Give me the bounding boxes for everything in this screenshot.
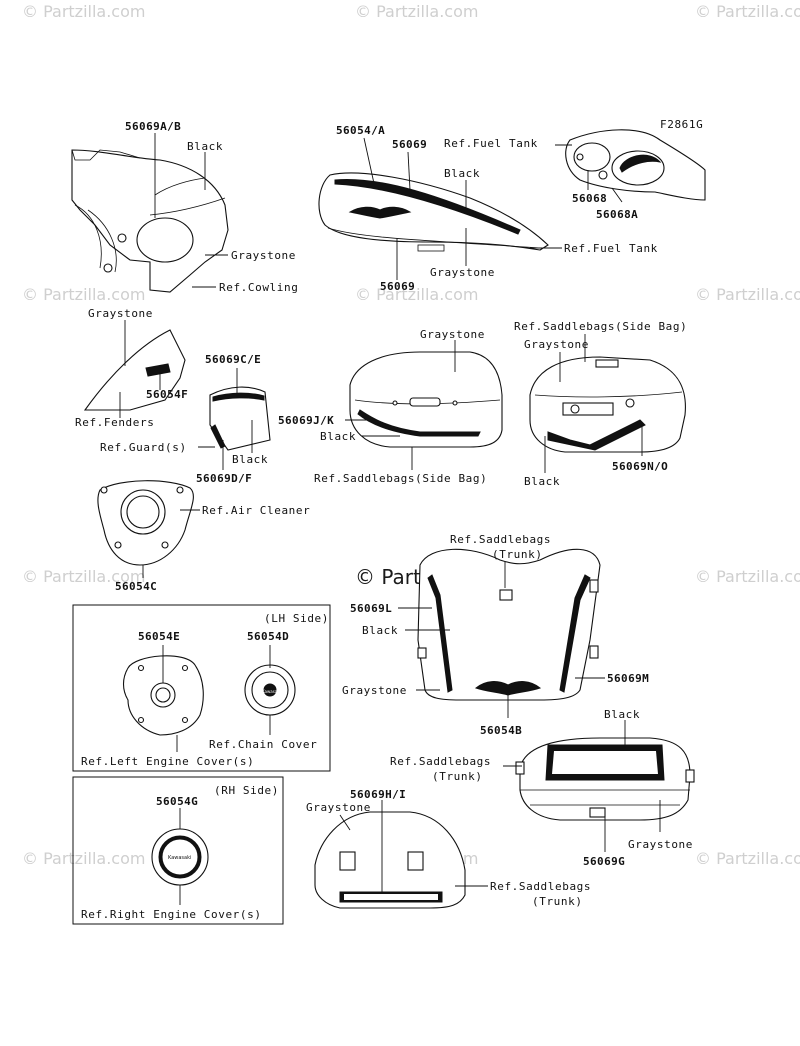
kawasaki-badge-text: Kawasaki	[262, 689, 281, 694]
part-number-56069ce: 56069C/E	[205, 353, 261, 366]
color-label-black: Black	[187, 140, 223, 153]
figure-code: F2861G	[660, 118, 703, 131]
part-number-56069l: 56069L	[350, 602, 392, 615]
watermark: © Partzilla.com	[22, 567, 145, 586]
color-label-graystone: Graystone	[430, 266, 495, 279]
trunk-lid-part	[515, 737, 695, 821]
side-bag-left-part	[349, 351, 503, 448]
cowling-part	[71, 149, 229, 293]
ref-label-fenders: Ref.Fenders	[75, 416, 154, 429]
kawasaki-badge-text: Kawasaki	[168, 855, 191, 861]
ref-label-saddlebags-side: Ref.Saddlebags(Side Bag)	[514, 320, 687, 333]
part-number-56068: 56068	[572, 192, 607, 205]
color-label-graystone: Graystone	[420, 328, 485, 341]
right-engine-cover-part: Kawasaki	[151, 828, 209, 886]
part-number-56054e: 56054E	[138, 630, 180, 643]
watermark: © Partzilla.com	[695, 567, 800, 586]
color-label-graystone: Graystone	[306, 801, 371, 814]
rh-side-label: (RH Side)	[214, 784, 279, 797]
part-number-56069: 56069	[380, 280, 415, 293]
color-label-black: Black	[232, 453, 268, 466]
lh-side-box	[72, 604, 331, 772]
ref-label-saddlebags-trunk: Ref.Saddlebags	[450, 533, 551, 546]
part-number-56054f: 56054F	[146, 388, 188, 401]
watermark: © Partzilla.com	[695, 849, 800, 868]
color-label-black: Black	[604, 708, 640, 721]
color-label-graystone: Graystone	[231, 249, 296, 262]
tank-side-part	[565, 129, 706, 201]
watermark: © Partzilla.com	[355, 2, 478, 21]
ref-label-right-engine-cover: Ref.Right Engine Cover(s)	[81, 908, 262, 921]
watermark: © Partzilla.com	[695, 2, 800, 21]
trunk-front-part	[417, 548, 601, 701]
watermark: © Partzilla.com	[22, 285, 145, 304]
ref-label-chain-cover: Ref.Chain Cover	[209, 738, 317, 751]
ref-label-air-cleaner: Ref.Air Cleaner	[202, 504, 310, 517]
part-number-56069g: 56069G	[583, 855, 625, 868]
ref-label-saddlebags-trunk: Ref.Saddlebags	[390, 755, 491, 768]
lh-side-label: (LH Side)	[264, 612, 329, 625]
side-bag-right-part	[529, 356, 686, 453]
color-label-graystone: Graystone	[88, 307, 153, 320]
ref-label-saddlebags-side: Ref.Saddlebags(Side Bag)	[314, 472, 487, 485]
trunk-side-part	[314, 811, 466, 909]
part-number-56069df: 56069D/F	[196, 472, 252, 485]
ref-label-trunk: (Trunk)	[492, 548, 543, 561]
part-number-56068a: 56068A	[596, 208, 638, 221]
watermark: © Partzilla.com	[355, 285, 478, 304]
part-number-56054b: 56054B	[480, 724, 522, 737]
watermark: © Partzilla.com	[22, 2, 145, 21]
part-number-56069m: 56069M	[607, 672, 649, 685]
ref-label-guard: Ref.Guard(s)	[100, 441, 187, 454]
ref-label-cowling: Ref.Cowling	[219, 281, 298, 294]
ref-label-left-engine-cover: Ref.Left Engine Cover(s)	[81, 755, 254, 768]
part-number-56054c: 56054C	[115, 580, 157, 593]
ref-label-fuel-tank: Ref.Fuel Tank	[444, 137, 538, 150]
part-number-56054g: 56054G	[156, 795, 198, 808]
left-engine-cover-part	[122, 655, 204, 736]
part-number-56069no: 56069N/O	[612, 460, 668, 473]
air-cleaner-part	[97, 480, 194, 566]
rh-side-box	[72, 776, 284, 925]
part-number-56069jk: 56069J/K	[278, 414, 334, 427]
color-label-graystone: Graystone	[524, 338, 589, 351]
color-label-graystone: Graystone	[342, 684, 407, 697]
ref-label-trunk: (Trunk)	[432, 770, 483, 783]
color-label-black: Black	[524, 475, 560, 488]
part-number-56054a: 56054/A	[336, 124, 385, 137]
color-label-black: Black	[444, 167, 480, 180]
guard-part	[209, 386, 271, 451]
color-label-black: Black	[320, 430, 356, 443]
ref-label-fuel-tank: Ref.Fuel Tank	[564, 242, 658, 255]
color-label-graystone: Graystone	[628, 838, 693, 851]
chain-cover-part: Kawasaki	[244, 664, 296, 716]
fuel-tank-part	[318, 172, 549, 252]
part-number-56069hi: 56069H/I	[350, 788, 406, 801]
part-number-56054d: 56054D	[247, 630, 289, 643]
color-label-black: Black	[362, 624, 398, 637]
watermark: © Partzilla.com	[22, 849, 145, 868]
ref-label-saddlebags-trunk: Ref.Saddlebags	[490, 880, 591, 893]
watermark: © Partzilla.com	[695, 285, 800, 304]
part-number-56069: 56069	[392, 138, 427, 151]
part-number-56069ab: 56069A/B	[125, 120, 181, 133]
ref-label-trunk: (Trunk)	[532, 895, 583, 908]
